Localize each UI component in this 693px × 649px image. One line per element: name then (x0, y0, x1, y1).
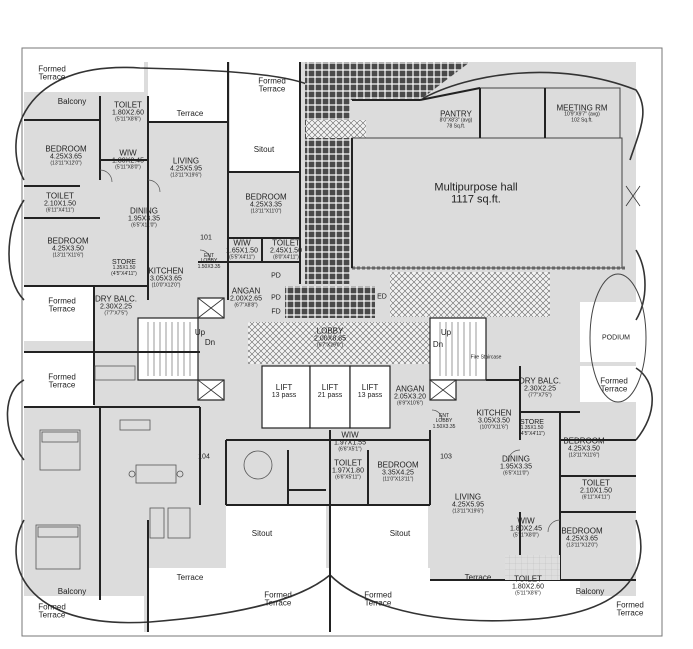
balcony-br: Balcony (575, 586, 605, 596)
dry-101: DRY BALC.2.30X2.25(7'7"X7'5") (95, 294, 137, 317)
door-swings (99, 169, 561, 533)
walls (24, 62, 636, 632)
podium-outline (589, 273, 647, 403)
up-l: Up (194, 327, 206, 337)
shaft-crosses (197, 185, 641, 401)
fire: Fire Staircase (470, 354, 502, 361)
balcony-bl: Balcony (57, 586, 87, 596)
pd1: PD (271, 272, 281, 280)
sitout-bl: Sitout (251, 528, 273, 538)
dn-l: Dn (204, 337, 216, 347)
unit101: 101 (200, 234, 212, 242)
terrace-bl: Terrace (176, 572, 204, 582)
terrace-tl: Terrace (176, 108, 204, 118)
stair-treads (147, 322, 477, 376)
unit104: 104 (198, 453, 210, 461)
pd2: PD (271, 294, 281, 302)
dry-103: DRY BALC.2.30X2.25(7'7"X7'5") (519, 376, 561, 399)
balcony-tl: Balcony (57, 96, 87, 106)
tiled-courtyards (248, 62, 550, 364)
terrace-br: Terrace (464, 572, 492, 582)
terrace-areas (24, 62, 636, 632)
sitout-tl: Sitout (253, 144, 275, 154)
up-r: Up (440, 327, 452, 337)
fd1: FD (271, 308, 281, 316)
unit103: 103 (440, 453, 452, 461)
multipurpose-hall-area (351, 87, 625, 270)
furniture (35, 365, 273, 570)
shaft-hatch (505, 555, 560, 580)
podium: PODIUM (602, 334, 630, 342)
sitout-br: Sitout (389, 528, 411, 538)
dn-r: Dn (432, 339, 444, 349)
ed: ED (377, 293, 387, 301)
